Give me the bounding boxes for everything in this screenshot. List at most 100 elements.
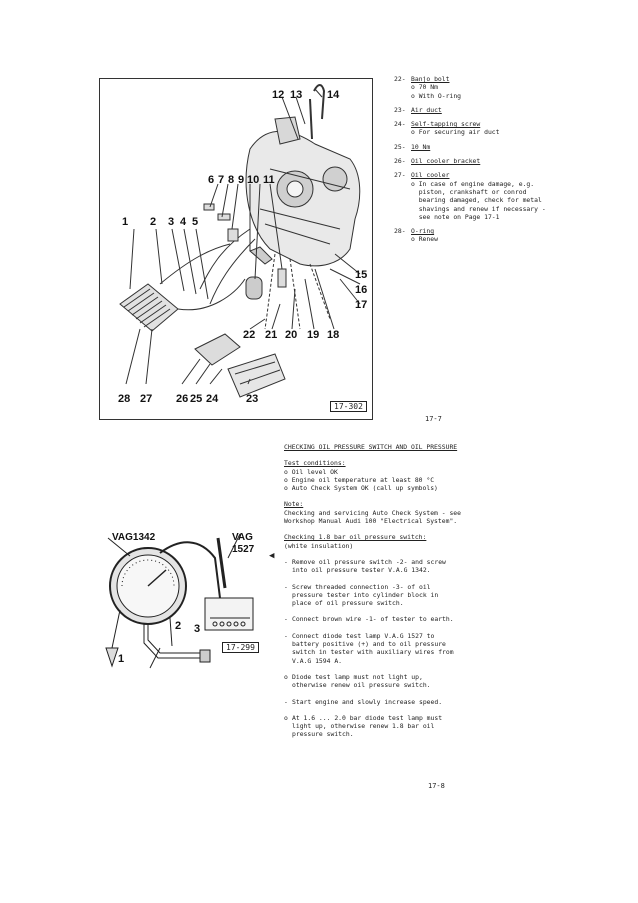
callout-21: 21 bbox=[265, 329, 278, 341]
page-number-top: 17-7 bbox=[425, 415, 442, 423]
legend-item-detail: bearing damaged, check for metal bbox=[411, 196, 542, 205]
step-bullet: - bbox=[284, 697, 288, 706]
legend-item-title: 10 Nm bbox=[411, 142, 431, 151]
pressure-tester-drawing bbox=[105, 533, 254, 669]
callout-9: 9 bbox=[238, 174, 245, 186]
callout-13: 13 bbox=[290, 89, 303, 101]
legend-item-title: O-ring bbox=[411, 227, 435, 236]
check-title: Checking 1.8 bar oil pressure switch: bbox=[284, 533, 427, 542]
step-text-line: pressure tester into cylinder block in bbox=[292, 590, 439, 599]
test-condition-line: o Oil level OK bbox=[284, 467, 338, 476]
step-text-line: otherwise renew oil pressure switch. bbox=[292, 681, 431, 690]
callout-19: 19 bbox=[307, 329, 320, 341]
legend-item: 25- 10 Nm bbox=[394, 143, 589, 151]
step-text-line: place of oil pressure switch. bbox=[292, 599, 404, 608]
procedure-steps: -Remove oil pressure switch -2- and scre… bbox=[284, 558, 489, 739]
legend-item-number: 22- bbox=[394, 75, 406, 83]
legend-item-number: 24- bbox=[394, 120, 406, 129]
legend-item-title: Self-tapping screw bbox=[411, 120, 481, 129]
callout-18: 18 bbox=[327, 329, 340, 341]
note-line: Workshop Manual Audi 100 "Electrical Sys… bbox=[284, 517, 458, 526]
procedure-step: o Diode test lamp must not light up,other… bbox=[284, 673, 489, 690]
legend-item-number: 23- bbox=[394, 105, 406, 114]
note-line: Checking and servicing Auto Check System… bbox=[284, 508, 461, 517]
legend-item-detail: shavings and renew if necessary - bbox=[411, 204, 546, 213]
step-text-line: Start engine and slowly increase speed. bbox=[292, 697, 443, 706]
step-text-line: Screw threaded connection -3- of oil bbox=[292, 582, 431, 591]
oil-pressure-check-section: CHECKING OIL PRESSURE SWITCH AND OIL PRE… bbox=[284, 443, 489, 747]
note-block: Note: Checking and servicing Auto Check … bbox=[284, 500, 489, 525]
callout-22: 22 bbox=[243, 329, 256, 341]
legend-item-detail: o For securing air duct bbox=[411, 128, 500, 137]
callout-7: 7 bbox=[218, 174, 225, 186]
legend-item-title: Oil cooler bbox=[411, 171, 450, 180]
callout-17: 17 bbox=[355, 299, 368, 311]
legend-item-title: Banjo bolt bbox=[411, 75, 450, 83]
test-conditions-title: Test conditions: bbox=[284, 459, 346, 468]
callout-10: 10 bbox=[247, 174, 260, 186]
callout-11: 11 bbox=[263, 174, 275, 186]
callout-12: 12 bbox=[272, 89, 285, 101]
step-text-line: Diode test lamp must not light up, bbox=[292, 672, 423, 681]
callout-28: 28 bbox=[118, 393, 131, 405]
callout-2: 2 bbox=[150, 216, 157, 228]
procedure-step: o At 1.6 ... 2.0 bar diode test lamp must… bbox=[284, 714, 489, 739]
legend-item-number: 25- bbox=[394, 142, 406, 151]
step-text-line: Connect brown wire -1- of tester to eart… bbox=[292, 615, 454, 624]
check-subtitle: (white insulation) bbox=[284, 541, 354, 550]
tester-callout-2: 2 bbox=[175, 620, 182, 632]
callout-1: 1 bbox=[122, 216, 129, 228]
test-condition-line: o Engine oil temperature at least 80 °C bbox=[284, 475, 435, 484]
step-bullet: - bbox=[284, 631, 288, 640]
legend-item-title: Air duct bbox=[411, 105, 442, 114]
tester-callout-1: 1 bbox=[118, 653, 125, 665]
procedure-step: -Connect brown wire -1- of tester to ear… bbox=[284, 615, 489, 623]
tester-callout-3: 3 bbox=[194, 623, 201, 635]
callout-4: 4 bbox=[180, 216, 187, 228]
step-text-line: pressure switch. bbox=[292, 730, 354, 739]
figure-pointer-arrow-icon: ◀ bbox=[269, 551, 275, 561]
oil-pressure-tester-diagram: VAG1342 VAG 1527 1 2 3 17-299 bbox=[100, 528, 265, 673]
engine-oil-cooler-diagram: 12 13 14 6 7 8 9 10 11 1 2 3 4 5 15 16 1… bbox=[99, 78, 373, 420]
step-bullet: o bbox=[284, 713, 288, 722]
step-text-line: V.A.G 1594 A. bbox=[292, 656, 343, 665]
step-text-line: light up, otherwise renew 1.8 bar oil bbox=[292, 722, 435, 731]
step-text-line: switch in tester with auxiliary wires fr… bbox=[292, 648, 454, 657]
step-text-line: Connect diode test lamp V.A.G 1527 to bbox=[292, 631, 435, 640]
callout-26: 26 bbox=[176, 393, 189, 405]
step-bullet: - bbox=[284, 582, 288, 591]
callout-27: 27 bbox=[140, 393, 153, 405]
step-text-line: Remove oil pressure switch -2- and screw bbox=[292, 557, 446, 566]
legend-item: 23- Air duct bbox=[394, 106, 589, 114]
page-number-bottom: 17-8 bbox=[428, 782, 445, 790]
step-bullet: o bbox=[284, 672, 288, 681]
figure-reference-bottom: 17-299 bbox=[222, 642, 259, 653]
step-text-line: At 1.6 ... 2.0 bar diode test lamp must bbox=[292, 713, 443, 722]
callout-15: 15 bbox=[355, 269, 368, 281]
procedure-step: -Remove oil pressure switch -2- and scre… bbox=[284, 558, 489, 575]
step-text-line: into oil pressure tester V.A.G 1342. bbox=[292, 566, 431, 575]
legend-item-detail: o With O-ring bbox=[411, 91, 462, 100]
callout-16: 16 bbox=[355, 284, 368, 296]
test-condition-line: o Auto Check System OK (call up symbols) bbox=[284, 484, 438, 493]
section-heading: CHECKING OIL PRESSURE SWITCH AND OIL PRE… bbox=[284, 443, 458, 451]
callout-23: 23 bbox=[246, 393, 259, 405]
callout-8: 8 bbox=[228, 174, 235, 186]
callout-6: 6 bbox=[208, 174, 215, 186]
legend-item-detail: piston, crankshaft or conrod bbox=[411, 187, 527, 196]
procedure-step: -Start engine and slowly increase speed. bbox=[284, 698, 489, 706]
engine-exploded-drawing bbox=[119, 84, 361, 398]
legend-item-number: 26- bbox=[394, 157, 406, 166]
legend-item-number: 28- bbox=[394, 227, 406, 236]
step-text-line: battery positive (+) and to oil pressure bbox=[292, 640, 446, 649]
step-bullet: - bbox=[284, 557, 288, 566]
figure-reference: 17-302 bbox=[330, 401, 367, 412]
legend-item: 26-Oil cooler bracket bbox=[394, 157, 589, 165]
